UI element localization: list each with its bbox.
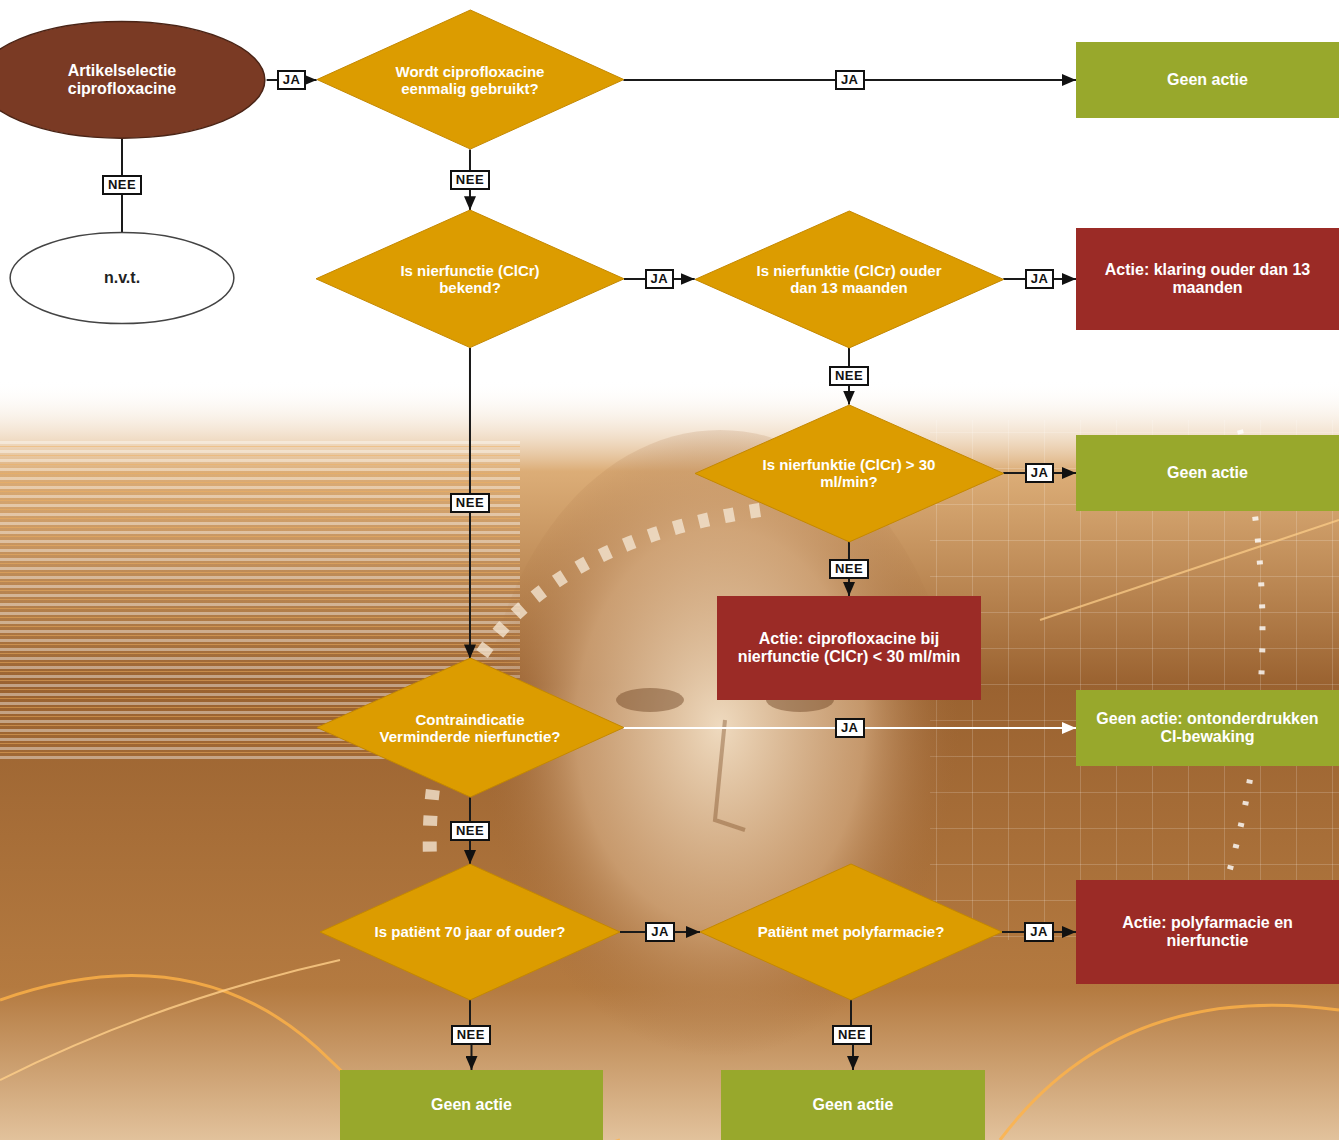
start-ellipse: Artikelselectie ciprofloxacine <box>0 21 267 139</box>
light-trail <box>0 960 340 1080</box>
edge-label: JA <box>1024 922 1054 942</box>
node-text: Actie: polyfarmacie en nierfunctie <box>1088 914 1327 951</box>
node-text: Is nierfunctie (ClCr) bekend? <box>370 262 570 297</box>
node-text: Contraindicatie Verminderde nierfunctie? <box>370 711 570 746</box>
edge-label: JA <box>835 718 865 738</box>
diamond-outline <box>695 405 1004 542</box>
edge-label: NEE <box>450 821 490 841</box>
edge-label: NEE <box>829 559 869 579</box>
node-text: Patiënt met polyfarmacie? <box>758 923 945 940</box>
no-action-box: Geen actie <box>721 1070 985 1140</box>
node-text: Is nierfunktie (ClCr) ouder dan 13 maand… <box>749 262 949 297</box>
edge-label: NEE <box>832 1025 872 1045</box>
nose <box>715 720 745 830</box>
edge-label: JA <box>1025 269 1055 289</box>
no-action-box: Geen actie: ontonderdrukken CI-bewaking <box>1076 690 1339 766</box>
edge-label: NEE <box>451 1025 491 1045</box>
edge-label: JA <box>277 70 307 90</box>
edge-label: JA <box>645 269 675 289</box>
decision-diamond: Is nierfunktie (ClCr) ouder dan 13 maand… <box>695 211 1004 348</box>
node-text: Actie: ciprofloxacine bij nierfunctie (C… <box>729 630 969 667</box>
node-text: Geen actie <box>431 1096 512 1114</box>
end-ellipse: n.v.t. <box>9 232 235 324</box>
light-trail <box>1000 1005 1339 1140</box>
node-text: Geen actie <box>813 1096 894 1114</box>
diamond-outline <box>317 658 624 797</box>
no-action-box: Geen actie <box>1076 42 1339 118</box>
decision-diamond: Is nierfunctie (ClCr) bekend? <box>316 210 624 348</box>
diamond-outline <box>700 864 1002 1000</box>
edge-label: JA <box>1025 463 1055 483</box>
edge-label: JA <box>645 922 675 942</box>
node-text: Geen actie <box>1167 464 1248 482</box>
decision-diamond: Is nierfunktie (ClCr) > 30 ml/min? <box>695 405 1004 542</box>
diamond-outline <box>320 864 620 1000</box>
ellipse-outline <box>0 22 265 139</box>
grid <box>930 420 1339 940</box>
action-box: Actie: polyfarmacie en nierfunctie <box>1076 880 1339 984</box>
decision-diamond: Wordt ciprofloxacine eenmalig gebruikt? <box>317 10 624 149</box>
action-box: Actie: klaring ouder dan 13 maanden <box>1076 228 1339 330</box>
diamond-outline <box>695 211 1004 348</box>
node-text: Wordt ciprofloxacine eenmalig gebruikt? <box>370 63 570 98</box>
node-text: Artikelselectie ciprofloxacine <box>37 62 207 99</box>
edge-label: NEE <box>450 493 490 513</box>
edge-label: NEE <box>450 170 490 190</box>
diamond-outline <box>317 10 624 149</box>
edge-label: JA <box>835 70 865 90</box>
decision-diamond: Contraindicatie Verminderde nierfunctie? <box>317 658 624 797</box>
node-text: Is nierfunktie (ClCr) > 30 ml/min? <box>749 456 949 491</box>
node-text: n.v.t. <box>104 269 140 287</box>
action-box: Actie: ciprofloxacine bij nierfunctie (C… <box>717 596 981 700</box>
diamond-outline <box>316 210 624 348</box>
light-trail <box>0 976 620 1140</box>
background-band <box>0 380 1339 1140</box>
node-text: Is patiënt 70 jaar of ouder? <box>375 923 566 940</box>
eye <box>616 688 684 712</box>
ellipse-outline <box>10 232 234 323</box>
node-text: Actie: klaring ouder dan 13 maanden <box>1088 261 1327 298</box>
decision-diamond: Patiënt met polyfarmacie? <box>700 864 1002 1000</box>
no-action-box: Geen actie <box>340 1070 603 1140</box>
edge-label: NEE <box>829 366 869 386</box>
no-action-box: Geen actie <box>1076 435 1339 511</box>
node-text: Geen actie <box>1167 71 1248 89</box>
node-text: Geen actie: ontonderdrukken CI-bewaking <box>1088 710 1327 747</box>
light-trail <box>1040 520 1339 620</box>
edge-label: NEE <box>102 175 142 195</box>
decision-diamond: Is patiënt 70 jaar of ouder? <box>320 864 620 1000</box>
